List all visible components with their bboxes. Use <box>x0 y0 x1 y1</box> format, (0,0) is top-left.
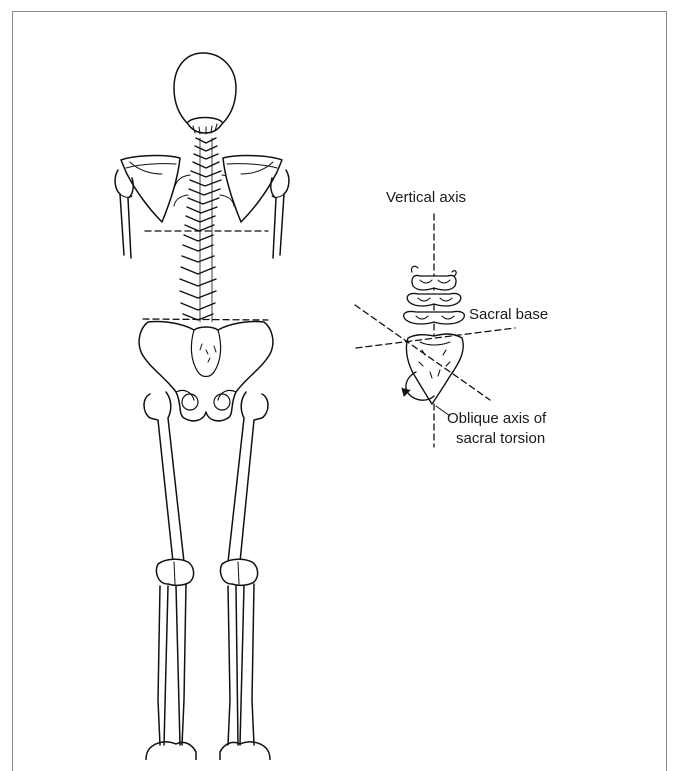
skeleton-figure <box>115 53 289 760</box>
right-femur <box>228 392 268 562</box>
skull <box>174 53 236 133</box>
right-scapula <box>223 156 282 222</box>
pelvis <box>139 321 273 420</box>
oblique-axis-label-line2: sacral torsion <box>456 429 545 448</box>
left-humerus <box>115 170 133 258</box>
right-humerus <box>271 170 289 258</box>
vertical-axis-label: Vertical axis <box>386 188 466 207</box>
right-tibia-fibula <box>228 584 254 745</box>
left-foot <box>146 742 196 760</box>
lumbar-vertebra-2 <box>407 293 461 306</box>
left-femur <box>144 392 184 562</box>
pelvic-level-line <box>143 319 268 320</box>
lumbar-vertebra-3 <box>404 311 465 324</box>
lumbar-vertebra-1 <box>412 275 456 290</box>
left-scapula <box>121 156 180 222</box>
sacral-base-label: Sacral base <box>469 305 548 324</box>
oblique-axis-label-line1: Oblique axis of <box>447 409 546 428</box>
left-tibia-fibula <box>158 584 186 745</box>
right-foot <box>220 742 270 760</box>
